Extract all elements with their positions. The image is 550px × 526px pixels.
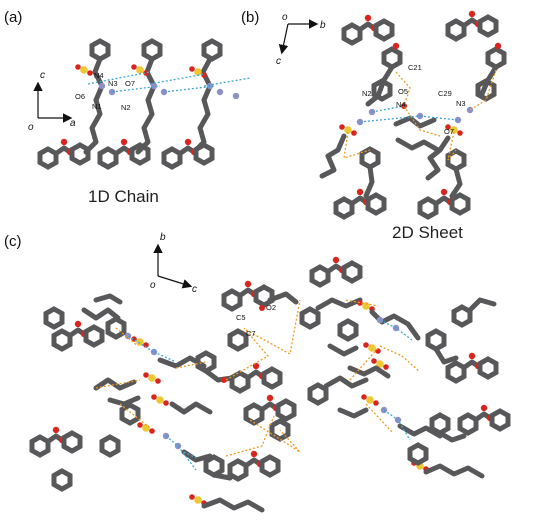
panel-c-axes: b c o bbox=[150, 232, 197, 295]
panel-a-axis-origin: o bbox=[28, 122, 34, 133]
atom-label-n1: N1 bbox=[92, 102, 102, 111]
panel-a-molecules bbox=[40, 41, 251, 167]
panel-c-axis-c: c bbox=[192, 284, 197, 295]
atom-label-o5: O5 bbox=[398, 87, 408, 96]
atom-label-c5: C5 bbox=[236, 313, 246, 322]
panel-b-axis-origin: o bbox=[282, 12, 288, 23]
panel-b-atom-labels: C21 N2 O5 C29 N4 N3 O7 bbox=[362, 63, 466, 136]
panel-b-axis-c: c bbox=[276, 56, 281, 67]
panel-a-caption: 1D Chain bbox=[88, 187, 159, 206]
panel-c-molecules bbox=[32, 257, 508, 513]
panel-c-label: (c) bbox=[4, 233, 22, 250]
panel-c: (c) b c o bbox=[4, 232, 508, 513]
panel-a-axis-c: c bbox=[40, 70, 45, 81]
panel-b-axis-b: b bbox=[320, 20, 326, 31]
atom-label-c21: C21 bbox=[408, 63, 422, 72]
atom-label-o6: O6 bbox=[75, 92, 85, 101]
atom-label-n3-b: N3 bbox=[456, 99, 466, 108]
panel-c-axis-b: b bbox=[160, 232, 166, 243]
atom-label-o7: O7 bbox=[125, 79, 135, 88]
panel-a-atom-labels: N4 O7 N3 O6 N1 N2 bbox=[75, 71, 135, 112]
atom-label-n4-b: N4 bbox=[396, 100, 406, 109]
panel-b-label: (b) bbox=[241, 9, 259, 26]
panel-b-axes: o b c bbox=[276, 12, 326, 67]
atom-label-n4: N4 bbox=[94, 71, 104, 80]
panel-a: (a) c a o bbox=[4, 9, 251, 206]
panel-b-caption: 2D Sheet bbox=[392, 223, 463, 242]
panel-c-axis-origin: o bbox=[150, 280, 156, 291]
atom-label-n2-b: N2 bbox=[362, 89, 372, 98]
panel-a-axes: c a o bbox=[28, 70, 76, 133]
panel-b: (b) o b c bbox=[241, 9, 504, 242]
atom-label-n3: N3 bbox=[108, 79, 118, 88]
panel-c-atom-labels: O2 C5 C7 bbox=[236, 303, 276, 338]
panel-a-label: (a) bbox=[4, 9, 22, 26]
panel-a-axis-a: a bbox=[70, 118, 76, 129]
atom-label-c29: C29 bbox=[438, 89, 452, 98]
atom-label-o2: O2 bbox=[266, 303, 276, 312]
atom-label-o7-b: O7 bbox=[444, 127, 454, 136]
atom-label-n2: N2 bbox=[121, 103, 131, 112]
panel-b-molecules bbox=[319, 11, 504, 217]
atom-label-c7: C7 bbox=[246, 329, 256, 338]
